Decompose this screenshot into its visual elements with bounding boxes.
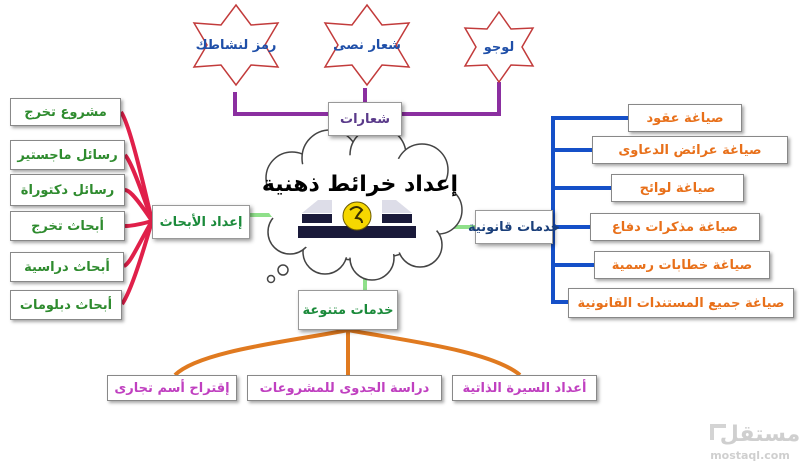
star-shape	[463, 10, 535, 84]
research-hub[interactable]: إعداد الأبحاث	[152, 205, 250, 239]
mostaql-logo-icon	[710, 424, 726, 440]
star-shape	[323, 3, 411, 87]
star-label-activity-symbol: رمز لنشاطك	[195, 37, 277, 53]
watermark-latin: mostaql.com	[710, 448, 790, 462]
misc-item: إقتراح أسم تجارى	[107, 375, 237, 401]
research-item: أبحاث دبلومات	[10, 290, 122, 320]
star-label-text-logo: شعار نصى	[333, 37, 401, 53]
research-item: أبحاث تخرج	[10, 211, 125, 241]
research-item: مشروع تخرج	[10, 98, 121, 126]
legal-services-hub[interactable]: خدمات قانونية	[468, 210, 560, 244]
research-item: رسائل دكتوراة	[10, 174, 125, 206]
watermark-arabic: مستقل	[719, 421, 800, 447]
legal-item: صياغة مذكرات دفاع	[590, 213, 760, 241]
legal-connectors	[551, 116, 628, 304]
center-title: إعداد خرائط ذهنية	[261, 171, 459, 197]
mind-map-logo-icon	[298, 200, 416, 238]
star-label-logo: لوجو	[483, 39, 515, 55]
research-connectors	[119, 110, 154, 306]
research-item: أبحاث دراسية	[10, 252, 124, 282]
logos-hub[interactable]: شعارات	[328, 102, 402, 136]
misc-connectors	[173, 328, 522, 377]
misc-item: دراسة الجدوى للمشروعات	[247, 375, 442, 401]
misc-services-hub[interactable]: خدمات متنوعة	[298, 290, 398, 330]
logos-connectors	[233, 82, 501, 116]
star-shape	[192, 3, 280, 87]
legal-item: صياغة جميع المستندات القانونية	[568, 288, 794, 318]
legal-item: صياغة عقود	[628, 104, 742, 132]
legal-item: صياغة لوائح	[611, 174, 744, 202]
research-item: رسائل ماجستير	[10, 140, 125, 170]
legal-item: صياغة عرائض الدعاوى	[592, 136, 788, 164]
misc-item: أعداد السيرة الذاتية	[452, 375, 597, 401]
legal-item: صياغة خطابات رسمية	[594, 251, 770, 279]
